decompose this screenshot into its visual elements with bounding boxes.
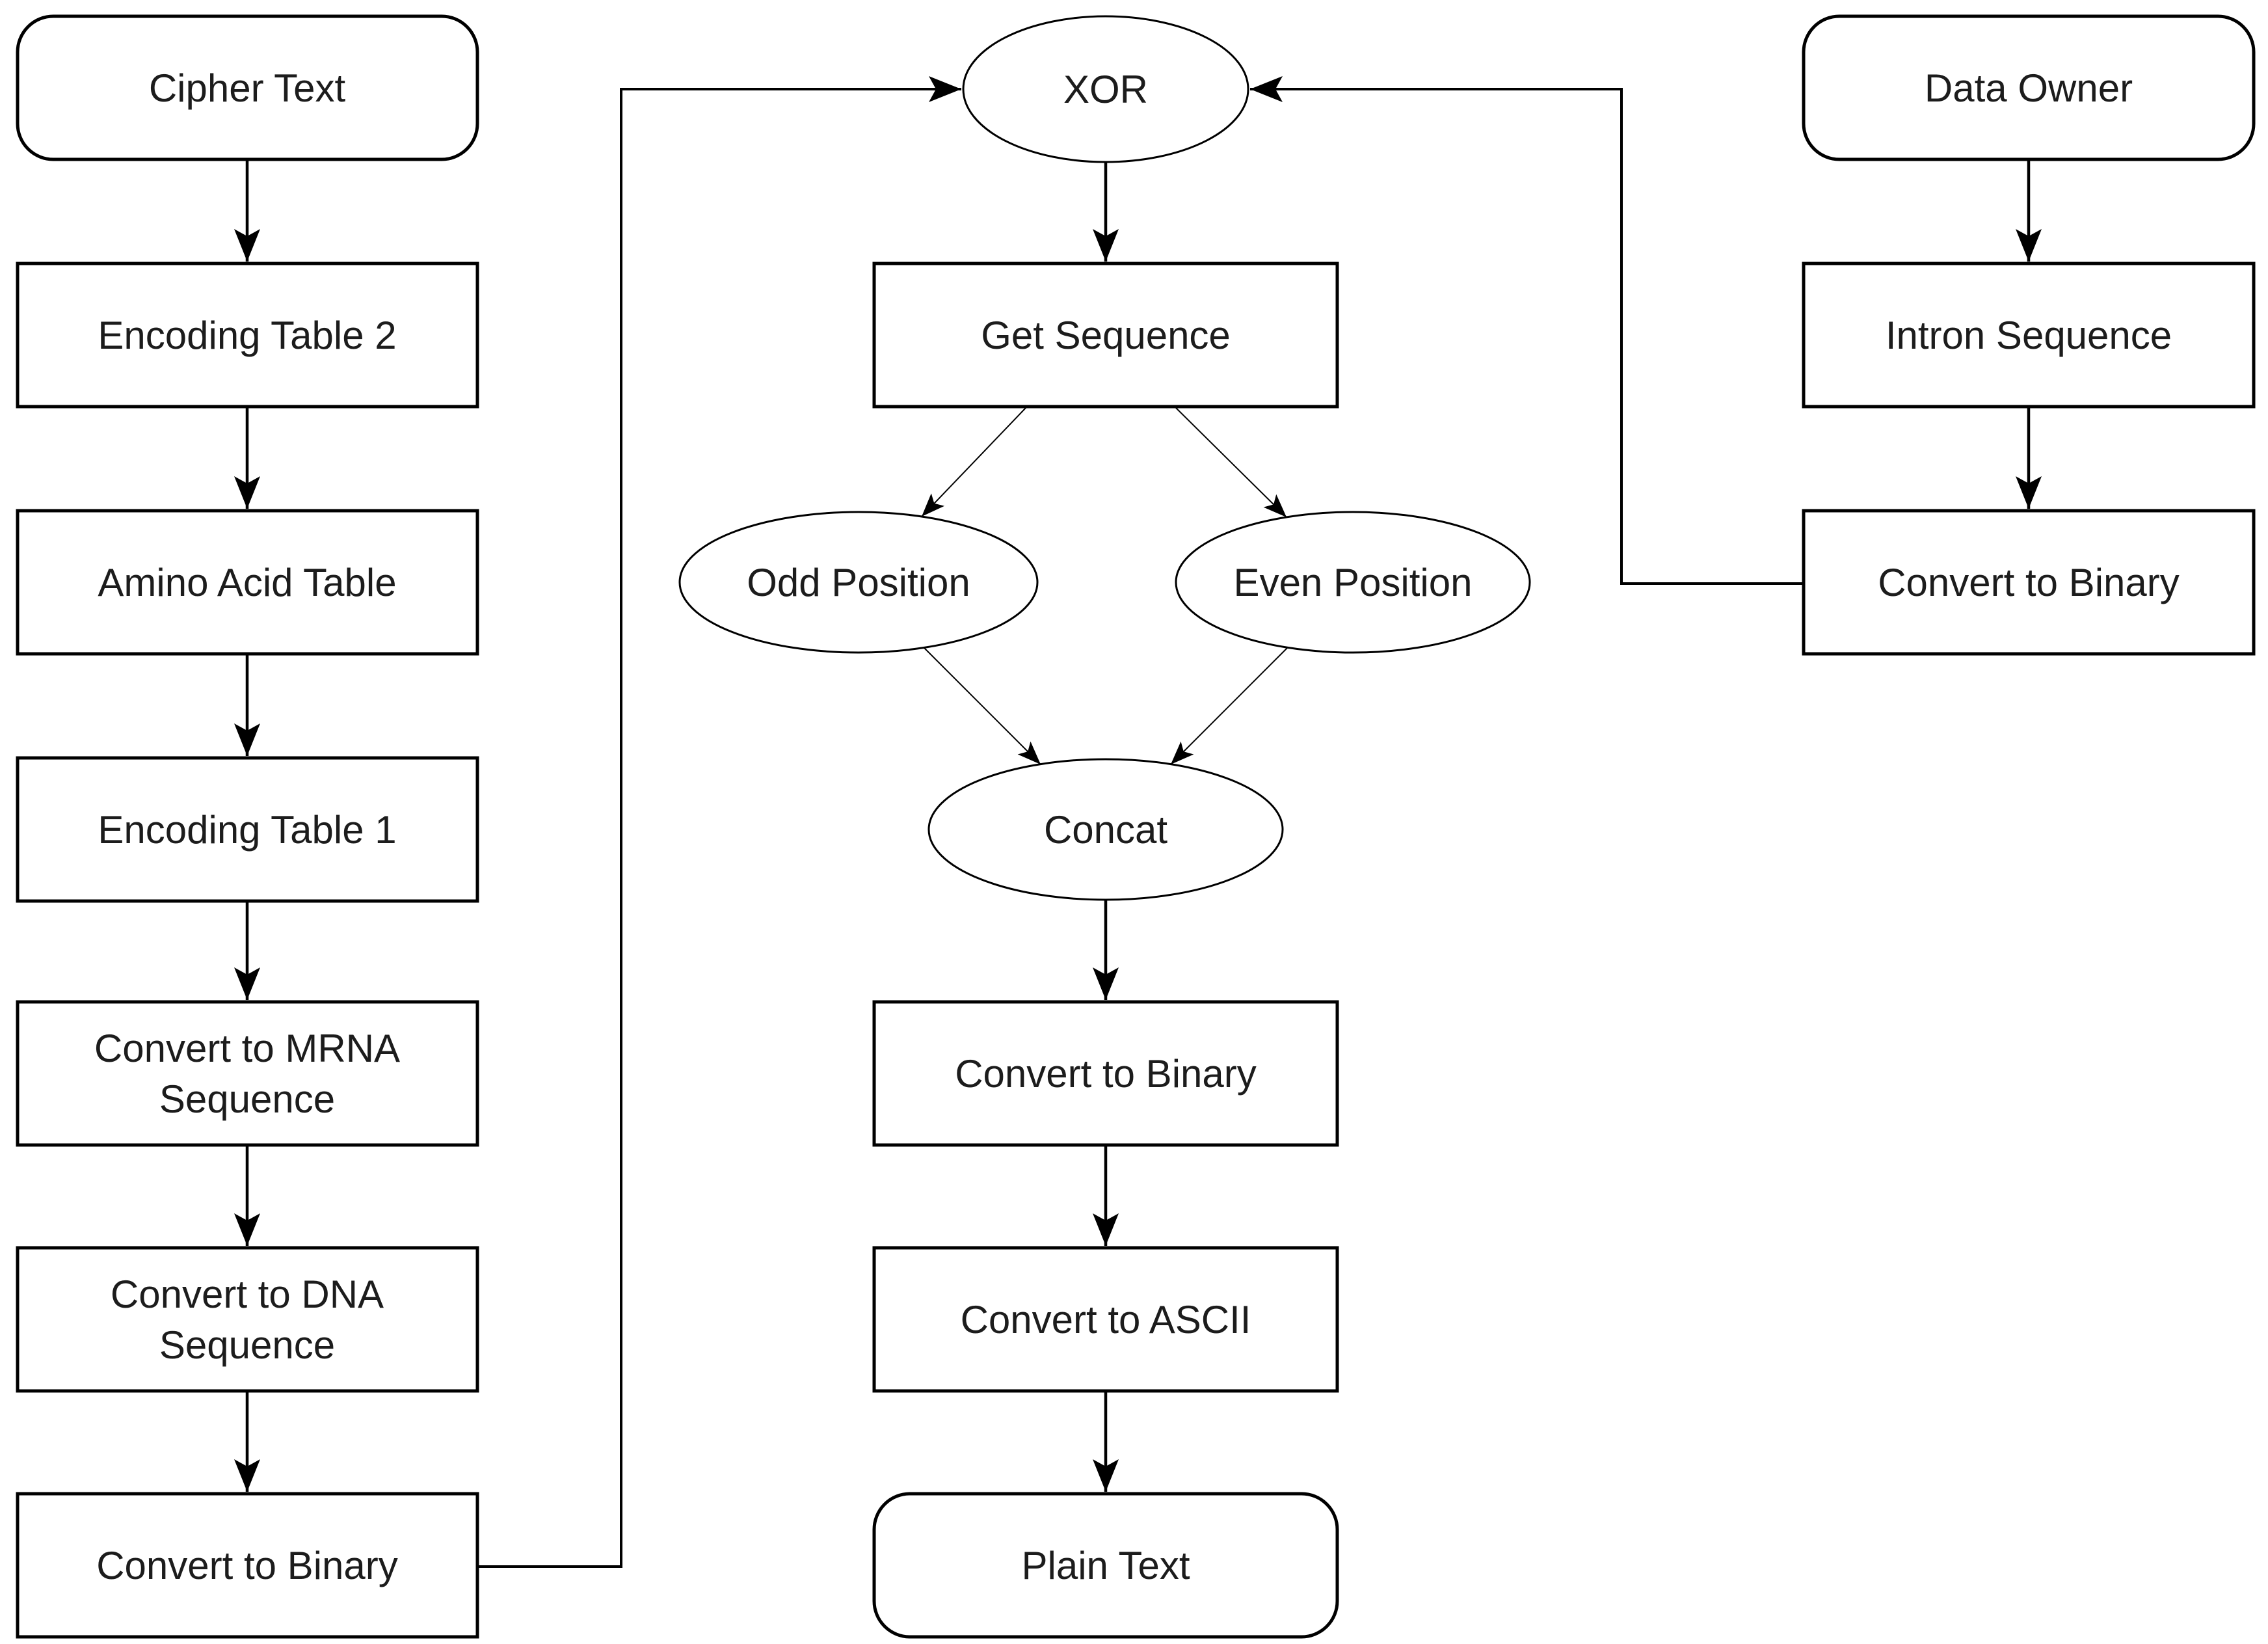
amino-acid-table-shape — [16, 509, 479, 656]
convert-to-binary-middle-shape — [872, 1000, 1339, 1147]
encoding-table-1-label: Encoding Table 1 — [98, 808, 396, 852]
edge-get-sequence-to-even-position — [1175, 407, 1287, 518]
encoding-table-2-label: Encoding Table 2 — [98, 314, 396, 357]
encoding-table-1-shape — [16, 756, 479, 903]
convert-to-binary-left-shape — [16, 1492, 479, 1639]
convert-to-binary-right-label: Convert to Binary — [1878, 561, 2180, 604]
convert-to-mrna-shape — [16, 1000, 479, 1147]
node-even-position: Even Position — [1175, 511, 1531, 654]
intron-sequence-label: Intron Sequence — [1886, 314, 2172, 357]
node-convert-to-binary-right: Convert to Binary — [1802, 509, 2256, 656]
edge-convert-to-binary-left-to-xor — [477, 76, 961, 1568]
plain-text-label: Plain Text — [1021, 1544, 1190, 1587]
convert-to-binary-left-label: Convert to Binary — [96, 1544, 398, 1587]
edge-odd-position-to-concat — [923, 647, 1041, 765]
node-cipher-text: Cipher Text — [16, 14, 479, 161]
convert-to-ascii-shape — [872, 1246, 1339, 1393]
node-convert-to-binary-middle: Convert to Binary — [872, 1000, 1339, 1147]
node-xor: XOR — [962, 15, 1249, 163]
amino-acid-table-label: Amino Acid Table — [98, 561, 396, 604]
convert-to-binary-middle-label: Convert to Binary — [955, 1052, 1257, 1096]
encoding-table-2-shape — [16, 262, 479, 409]
odd-position-label: Odd Position — [747, 561, 970, 604]
xor-label: XOR — [1063, 68, 1148, 111]
convert-to-ascii-label: Convert to ASCII — [961, 1298, 1251, 1341]
node-intron-sequence: Intron Sequence — [1802, 262, 2256, 409]
convert-to-dna-label-line1: Convert to DNA — [111, 1273, 384, 1316]
node-convert-to-ascii: Convert to ASCII — [872, 1246, 1339, 1393]
node-amino-acid-table: Amino Acid Table — [16, 509, 479, 656]
data-owner-label: Data Owner — [1925, 66, 2133, 110]
get-sequence-shape — [872, 262, 1339, 409]
convert-to-dna-shape — [16, 1246, 479, 1393]
node-plain-text: Plain Text — [872, 1492, 1339, 1639]
edge-get-sequence-to-odd-position — [921, 407, 1026, 517]
node-convert-to-binary-left: Convert to Binary — [16, 1492, 479, 1639]
edge-even-position-to-concat — [1170, 647, 1288, 765]
node-get-sequence: Get Sequence — [872, 262, 1339, 409]
get-sequence-label: Get Sequence — [981, 314, 1231, 357]
intron-sequence-shape — [1802, 262, 2256, 409]
node-encoding-table-2: Encoding Table 2 — [16, 262, 479, 409]
node-convert-to-mrna-sequence: Convert to MRNA Sequence — [16, 1000, 479, 1147]
xor-shape — [962, 15, 1249, 163]
node-odd-position: Odd Position — [678, 511, 1039, 654]
concat-label: Concat — [1044, 808, 1167, 852]
edge-convert-to-binary-right-to-xor — [1250, 76, 1804, 585]
edges — [234, 76, 2042, 1568]
cipher-text-label: Cipher Text — [149, 66, 346, 110]
node-encoding-table-1: Encoding Table 1 — [16, 756, 479, 903]
data-owner-shape — [1802, 14, 2256, 161]
node-data-owner: Data Owner — [1802, 14, 2256, 161]
even-position-shape — [1175, 511, 1531, 654]
cipher-text-shape — [16, 14, 479, 161]
even-position-label: Even Position — [1234, 561, 1473, 604]
convert-to-dna-label-line2: Sequence — [159, 1323, 335, 1367]
plain-text-shape — [872, 1492, 1339, 1639]
node-concat: Concat — [927, 758, 1284, 901]
node-convert-to-dna-sequence: Convert to DNA Sequence — [16, 1246, 479, 1393]
convert-to-binary-right-shape — [1802, 509, 2256, 656]
odd-position-shape — [678, 511, 1039, 654]
concat-shape — [927, 758, 1284, 901]
convert-to-mrna-label-line1: Convert to MRNA — [94, 1027, 400, 1070]
convert-to-mrna-label-line2: Sequence — [159, 1077, 335, 1121]
